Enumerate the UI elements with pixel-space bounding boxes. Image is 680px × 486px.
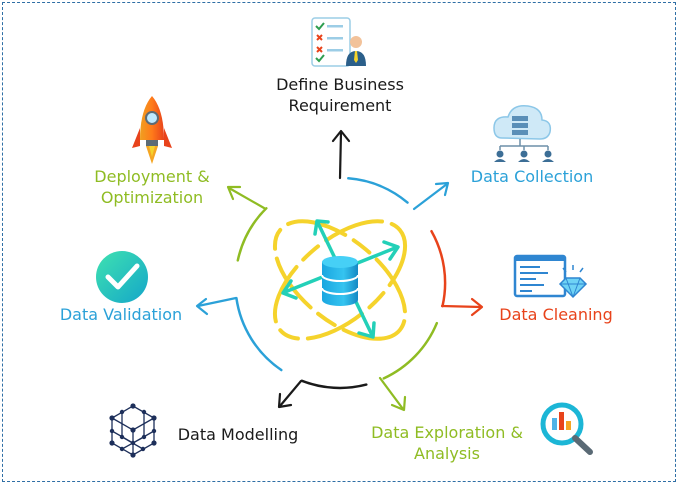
arrow-deployment <box>226 185 266 210</box>
cloud-server-icon <box>493 104 554 162</box>
arc-modelling <box>300 379 368 390</box>
stage-cleaning-label: Data Cleaning <box>499 305 613 324</box>
orbit-yellow-a <box>272 219 408 341</box>
arrow-modelling <box>277 379 303 409</box>
magnifier-chart-icon <box>540 402 593 455</box>
arc-collection <box>347 177 409 204</box>
arrow-validation <box>195 296 238 316</box>
network-cube-icon <box>109 403 157 458</box>
stage-collection-label: Data Collection <box>470 167 594 186</box>
stage-define-label-line2: Requirement <box>288 96 392 115</box>
stage-modelling-label: Data Modelling <box>177 425 299 444</box>
atom-orbits <box>272 219 408 341</box>
stage-define: Define Business Requirement <box>268 74 412 116</box>
database-icon <box>321 256 359 306</box>
stage-deployment-label-line1: Deployment & <box>94 167 210 186</box>
requirements-checklist-icon <box>311 17 366 67</box>
rocket-icon <box>132 96 172 164</box>
arrow-exploration <box>378 376 407 412</box>
arc-exploration <box>382 321 439 380</box>
arrow-cleaning <box>440 297 484 317</box>
stage-cleaning: Data Cleaning <box>494 304 618 325</box>
stage-define-label-line1: Define Business <box>276 75 404 94</box>
stage-deployment-label-line2: Optimization <box>100 188 204 207</box>
code-diamond-icon <box>513 254 588 299</box>
stage-validation: Data Validation <box>54 304 188 325</box>
arc-cleaning <box>430 229 447 308</box>
stage-exploration-label-line1: Data Exploration & <box>371 423 523 442</box>
stage-validation-label: Data Validation <box>59 305 183 324</box>
arc-validation <box>235 296 283 372</box>
stage-modelling: Data Modelling <box>172 424 304 445</box>
stage-arrows <box>195 129 484 412</box>
checkmark-badge-icon <box>96 251 148 303</box>
arrow-define <box>331 129 351 180</box>
stage-collection: Data Collection <box>468 166 596 187</box>
stage-deployment: Deployment & Optimization <box>84 166 220 208</box>
cycle-ring <box>235 177 447 390</box>
arrow-collection <box>412 181 450 211</box>
orbit-yellow-b <box>272 219 408 341</box>
stage-exploration-label-line2: Analysis <box>414 444 480 463</box>
stage-exploration: Data Exploration & Analysis <box>362 422 532 464</box>
diagram-frame <box>2 2 676 482</box>
arc-deployment <box>236 207 268 262</box>
